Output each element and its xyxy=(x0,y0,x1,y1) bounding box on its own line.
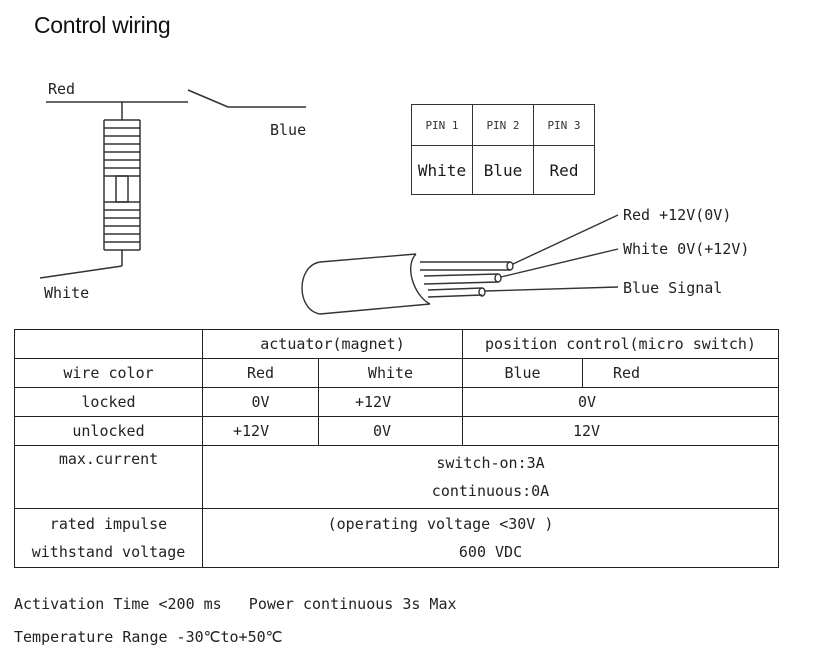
spec-corner-cell xyxy=(14,329,203,359)
cable-blue-label: Blue Signal xyxy=(623,279,723,297)
solenoid-coil xyxy=(103,119,141,251)
wiring-diagram xyxy=(39,89,619,315)
switch-contact-line xyxy=(187,89,229,108)
wire-color-cell: Red xyxy=(202,358,319,388)
white-wire-line xyxy=(39,265,123,279)
locked-value: 0V xyxy=(202,387,319,417)
unlocked-value: +12V xyxy=(202,416,319,446)
blue-wire-label: Blue xyxy=(270,121,307,139)
actuator-group-header: actuator(magnet) xyxy=(202,329,463,359)
locked-value: +12V xyxy=(318,387,463,417)
pin-1-color: White xyxy=(411,145,473,195)
unlocked-value: 12V xyxy=(462,416,779,446)
rated-label-line-1: rated impulse xyxy=(49,515,168,533)
pin-3-header: PIN 3 xyxy=(533,104,595,146)
max-current-switch-on: switch-on:3A xyxy=(436,454,545,472)
locked-value: 0V xyxy=(462,387,779,417)
rated-value-line-1: (operating voltage <30V ) xyxy=(327,515,554,533)
page-title: Control wiring xyxy=(34,12,171,38)
locked-label: locked xyxy=(14,387,203,417)
rated-impulse-value: (operating voltage <30V ) 600 VDC xyxy=(202,508,779,568)
cable-drawing xyxy=(301,214,619,315)
red-wire-label: Red xyxy=(48,80,76,98)
wire-color-cell: White xyxy=(318,358,463,388)
wire-color-cell: Red xyxy=(582,358,779,388)
spec-table: actuator(magnet) position control(micro … xyxy=(14,329,779,568)
pin-2-header: PIN 2 xyxy=(472,104,534,146)
max-current-continuous: continuous:0A xyxy=(431,482,550,500)
max-current-label: max.current xyxy=(14,445,203,509)
wire-color-cell: Blue xyxy=(462,358,583,388)
pin-2-color: Blue xyxy=(472,145,534,195)
pin-table: PIN 1 PIN 2 PIN 3 White Blue Red xyxy=(411,104,595,195)
temperature-range-note: Temperature Range -30℃to+50℃ xyxy=(14,628,283,646)
cable-white-label: White 0V(+12V) xyxy=(623,240,750,258)
unlocked-label: unlocked xyxy=(14,416,203,446)
cable-red-label: Red +12V(0V) xyxy=(623,206,732,224)
white-wire-label: White xyxy=(44,284,90,302)
wire-color-label: wire color xyxy=(14,358,203,388)
max-current-value: switch-on:3A continuous:0A xyxy=(202,445,779,509)
activation-time-note: Activation Time <200 ms Power continuous… xyxy=(14,595,457,613)
unlocked-value: 0V xyxy=(318,416,463,446)
rated-label-line-2: withstand voltage xyxy=(31,543,186,561)
pin-1-header: PIN 1 xyxy=(411,104,473,146)
rated-value-line-2: 600 VDC xyxy=(458,543,523,561)
position-group-header: position control(micro switch) xyxy=(462,329,779,359)
pin-3-color: Red xyxy=(533,145,595,195)
